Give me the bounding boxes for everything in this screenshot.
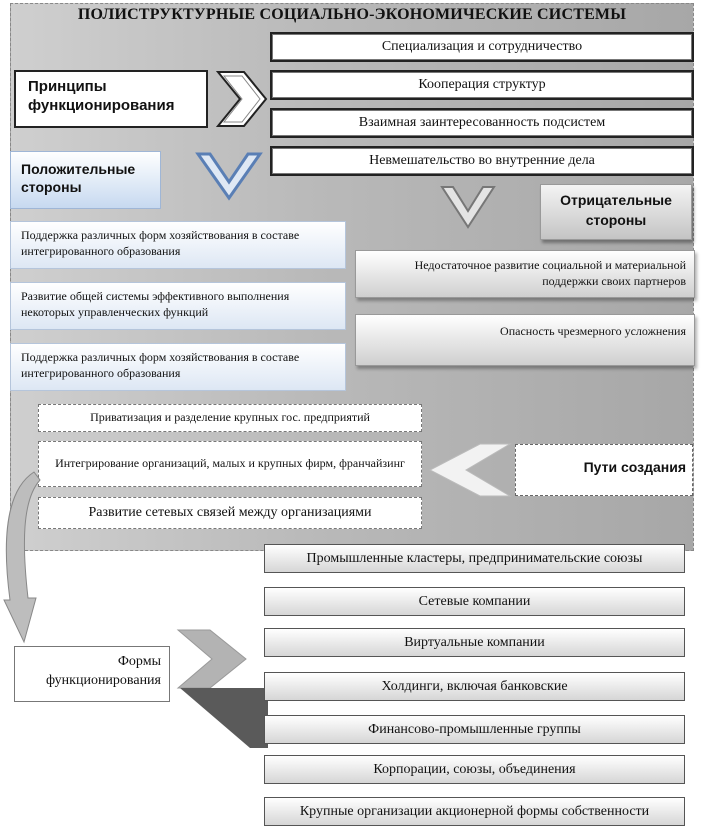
- form-item: Промышленные кластеры, предпринимательск…: [264, 544, 685, 573]
- ways-label: Пути создания: [515, 444, 693, 496]
- positive-item: Поддержка различных форм хозяйствования …: [10, 221, 346, 269]
- way-item: Развитие сетевых связей между организаци…: [38, 497, 422, 529]
- principles-chevron-icon: [215, 71, 268, 127]
- positive-item: Развитие общей системы эффективного выпо…: [10, 282, 346, 330]
- forms-chevron-icon: [176, 629, 247, 689]
- principle-item: Невмешательство во внутренние дела: [270, 146, 694, 176]
- form-item: Крупные организации акционерной формы со…: [264, 797, 685, 826]
- principle-item: Специализация и сотрудничество: [270, 32, 694, 62]
- negative-label: Отрицательные стороны: [540, 184, 692, 240]
- principle-item: Взаимная заинтересованность подсистем: [270, 108, 694, 138]
- way-item: Интегрирование организаций, малых и круп…: [38, 441, 422, 487]
- negative-down-chevron-icon: [440, 186, 496, 229]
- ways-left-chevron-icon: [428, 443, 512, 497]
- positive-label: Положительные стороны: [10, 151, 161, 209]
- form-item: Виртуальные компании: [264, 628, 685, 657]
- principles-label: Принципы функционирования: [14, 70, 208, 128]
- way-item: Приватизация и разделение крупных гос. п…: [38, 404, 422, 432]
- positive-item: Поддержка различных форм хозяйствования …: [10, 343, 346, 391]
- form-item: Холдинги, включая банковские: [264, 672, 685, 701]
- negative-item: Опасность чрезмерного усложнения: [355, 314, 695, 366]
- principle-item: Кооперация структур: [270, 70, 694, 100]
- curved-arrow-icon: [3, 471, 41, 644]
- positive-down-chevron-icon: [195, 152, 263, 201]
- form-item: Сетевые компании: [264, 587, 685, 616]
- form-item: Финансово-промышленные группы: [264, 715, 685, 744]
- form-item: Корпорации, союзы, объединения: [264, 755, 685, 784]
- negative-item: Недостаточное развитие социальной и мате…: [355, 250, 695, 298]
- forms-funnel-shape: [180, 688, 268, 748]
- diagram-title: ПОЛИСТРУКТУРНЫЕ СОЦИАЛЬНО-ЭКОНОМИЧЕСКИЕ …: [77, 6, 627, 23]
- forms-label: Формы функционирования: [14, 646, 170, 702]
